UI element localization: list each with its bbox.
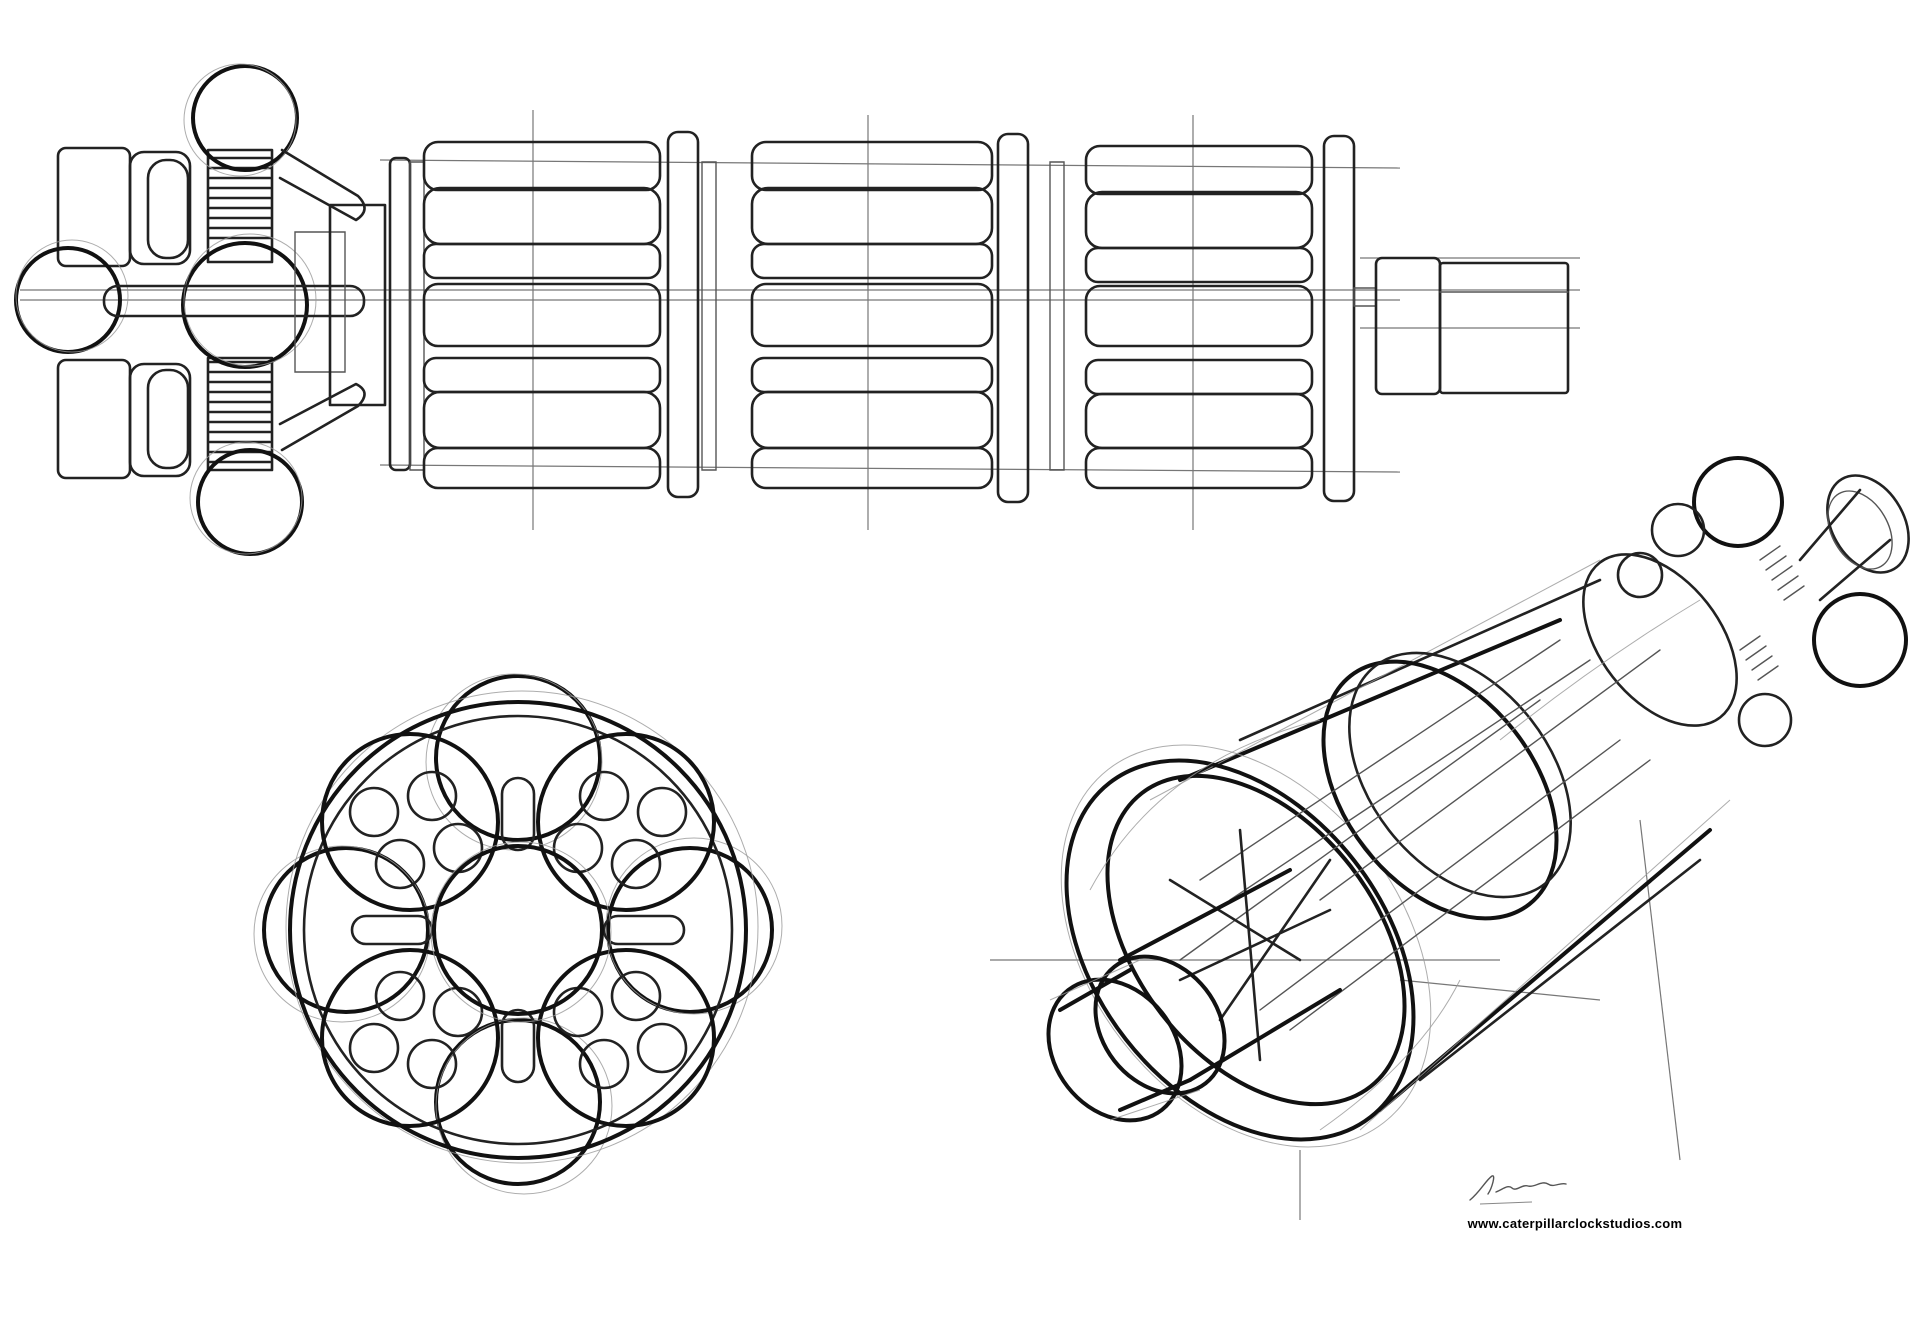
perspective-view-drawing bbox=[985, 458, 1920, 1220]
front-view-drawing bbox=[254, 674, 782, 1194]
artist-signature-icon bbox=[1469, 1175, 1567, 1205]
website-credit: www.caterpillarclockstudios.com bbox=[1467, 1216, 1683, 1231]
side-view-drawing bbox=[16, 64, 1580, 554]
